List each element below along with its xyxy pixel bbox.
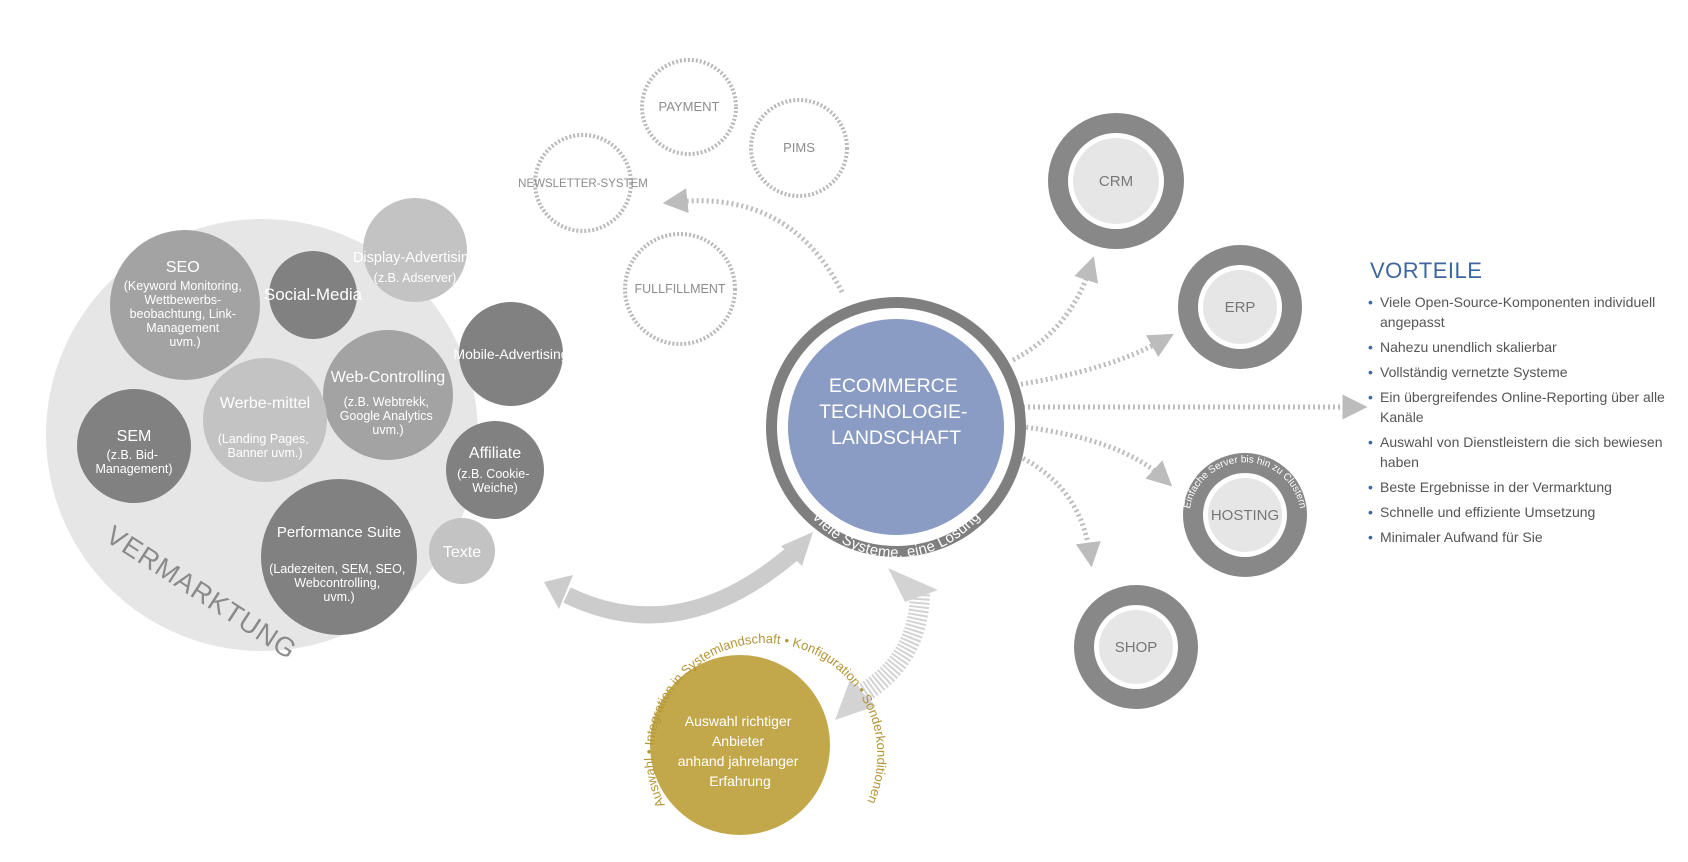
seo-title: SEO — [166, 259, 200, 276]
system-erp: ERP Pixi • Actindo • uvm. — [1178, 202, 1302, 369]
benefit-item: Schnelle und effiziente Umsetzung — [1368, 502, 1668, 522]
arrow-to-erp — [1015, 333, 1174, 388]
shop-label: SHOP — [1115, 639, 1158, 656]
affiliate-title: Affiliate — [469, 445, 521, 462]
vermarktung-group: SEO (Keyword Monitoring, Wettbewerbs- be… — [46, 198, 569, 665]
consulting-circle — [650, 655, 830, 835]
seo-detail: beobachtung, Link- — [130, 307, 236, 321]
arrow-to-hosting — [1015, 423, 1173, 487]
affiliate-detail: Weiche) — [472, 481, 518, 495]
display-advertising-circle: Display-Advertising (z.B. Adserver) — [353, 198, 477, 302]
seo-detail: (Keyword Monitoring, — [124, 279, 242, 293]
benefits-list: Viele Open-Source-Komponenten individuel… — [1368, 292, 1668, 547]
shop-ring-text: Oxid • Magento — [1098, 548, 1175, 571]
center-title-line: LANDSCHAFT — [831, 427, 961, 449]
payment-label: PAYMENT — [659, 99, 720, 114]
sem-title: SEM — [117, 428, 152, 445]
svg-text:(z.B. Webtrekk, Google: (z.B. Webtrekk, Google Analytics uvm.) — [340, 395, 437, 437]
svg-text:(Ladezeiten, SEM, SEO,: (Ladezeiten, SEM, SEO, Webcontrolling, u… — [269, 562, 409, 604]
web-controlling-detail: Google Analytics — [340, 409, 433, 423]
center-title-line: TECHNOLOGIE- — [819, 401, 967, 423]
mobile-advertising-title: Mobile-Advertising — [453, 346, 568, 362]
werbemittel-detail: (Landing Pages, — [218, 432, 309, 446]
svg-text:(Landing Pages, Banner: (Landing Pages, Banner uvm.) — [218, 432, 313, 460]
marketing-exchange-arrow — [544, 532, 813, 624]
consulting-arrow — [835, 568, 938, 720]
svg-text:Auswahl richtiger Anbiet: Auswahl richtiger Anbieter anhand jahrel… — [678, 713, 803, 789]
system-hosting: HOSTING Einfache Server bis hin zu Clust… — [1182, 453, 1308, 577]
arrow-to-crm — [1011, 256, 1099, 363]
web-controlling-circle: Web-Controlling (z.B. Webtrekk, Google A… — [323, 330, 453, 460]
fullfillment-label: FULLFILLMENT — [635, 282, 726, 296]
svg-text:Oxid • Magento: Oxid • Magento — [1098, 548, 1175, 571]
erp-ring-text: Pixi • Actindo • uvm. — [1192, 202, 1288, 231]
performance-suite-detail: (Ladezeiten, SEM, SEO, — [269, 562, 405, 576]
benefits-title: VORTEILE — [1370, 258, 1483, 283]
consulting-text-line: anhand jahrelanger — [678, 753, 799, 769]
affiliate-circle: Affiliate (z.B. Cookie- Weiche) — [446, 421, 544, 519]
sem-circle: SEM (z.B. Bid- Management) — [77, 389, 191, 503]
texte-circle: Texte — [429, 518, 495, 584]
svg-text:(z.B. Cookie- Weiche): (z.B. Cookie- Weiche) — [457, 467, 533, 495]
display-advertising-title: Display-Advertising — [353, 250, 477, 266]
seo-detail: Wettbewerbs- — [144, 293, 221, 307]
benefit-item: Auswahl von Dienstleistern die sich bewi… — [1368, 432, 1668, 472]
satellite-arrow — [662, 188, 845, 294]
display-advertising-detail: (z.B. Adserver) — [374, 271, 457, 285]
social-media-circle: Social-Media — [264, 251, 363, 339]
benefits-panel: VORTEILE Viele Open-Source-Komponenten i… — [1368, 258, 1668, 552]
werbemittel-detail: Banner uvm.) — [227, 446, 302, 460]
benefit-item: Viele Open-Source-Komponenten individuel… — [1368, 292, 1668, 332]
seo-detail: uvm.) — [169, 335, 200, 349]
erp-label: ERP — [1225, 299, 1256, 316]
center-hub: ECOMMERCE TECHNOLOGIE- LANDSCHAFT Viele … — [766, 297, 1026, 561]
werbemittel-title: Werbe-mittel — [220, 395, 310, 412]
center-title-line: ECOMMERCE — [829, 375, 958, 397]
benefit-item: Beste Ergebnisse in der Vermarktung — [1368, 477, 1668, 497]
system-crm: CRM Siebel • Vtiger • Sugar CRM • uvm. — [1047, 88, 1185, 249]
consulting-text-line: Auswahl richtiger — [685, 713, 792, 729]
mobile-advertising-circle: Mobile-Advertising — [453, 302, 569, 406]
web-controlling-title: Web-Controlling — [331, 369, 445, 386]
performance-suite-title: Performance Suite — [277, 524, 401, 541]
werbemittel-circle: Werbe-mittel (Landing Pages, Banner uvm.… — [203, 358, 327, 482]
satellite-pims: PIMS — [749, 98, 849, 198]
seo-circle: SEO (Keyword Monitoring, Wettbewerbs- be… — [110, 230, 260, 380]
svg-text:ECOMMERCE TECHNOLOGIE-: ECOMMERCE TECHNOLOGIE- LANDSCHAFT — [819, 375, 973, 449]
performance-suite-detail: uvm.) — [323, 590, 354, 604]
consulting-text-line: Anbieter — [712, 733, 764, 749]
sem-detail: Management) — [95, 462, 172, 476]
satellite-payment: PAYMENT — [640, 58, 738, 156]
system-arrows — [1004, 256, 1368, 568]
consulting-text-line: Erfahrung — [709, 773, 770, 789]
hosting-label: HOSTING — [1211, 507, 1279, 524]
consulting-group: Auswahl richtiger Anbieter anhand jahrel… — [641, 631, 889, 835]
pims-label: PIMS — [783, 140, 815, 155]
texte-title: Texte — [443, 544, 481, 561]
benefit-item: Vollständig vernetzte Systeme — [1368, 362, 1668, 382]
center-core — [788, 319, 1004, 535]
performance-suite-circle: Performance Suite (Ladezeiten, SEM, SEO,… — [261, 479, 417, 635]
benefit-item: Nahezu unendlich skalierbar — [1368, 337, 1668, 357]
benefit-item: Ein übergreifendes Online-Reporting über… — [1368, 387, 1668, 427]
svg-text:(z.B. Bid- Management): (z.B. Bid- Management) — [95, 448, 172, 476]
crm-label: CRM — [1099, 173, 1133, 190]
svg-text:Pixi • Actindo • uvm.: Pixi • Actindo • uvm. — [1192, 202, 1288, 231]
benefit-item: Minimaler Aufwand für Sie — [1368, 527, 1668, 547]
satellite-newsletter: NEWSLETTER-SYSTEM — [518, 133, 648, 233]
affiliate-detail: (z.B. Cookie- — [457, 467, 529, 481]
satellite-fullfillment: FULLFILLMENT — [623, 232, 737, 346]
svg-text:SEO (Keyword Monitorin: SEO (Keyword Monitoring, Wettbewerbs- be… — [124, 259, 247, 349]
sem-detail: (z.B. Bid- — [107, 448, 158, 462]
social-media-title: Social-Media — [264, 285, 363, 304]
system-shop: SHOP Oxid • Magento — [1074, 548, 1198, 709]
newsletter-label: NEWSLETTER-SYSTEM — [518, 178, 648, 190]
performance-suite-detail: Webcontrolling, — [294, 576, 380, 590]
web-controlling-detail: (z.B. Webtrekk, — [344, 395, 429, 409]
seo-detail: Management — [146, 321, 219, 335]
arrow-to-shop — [1004, 447, 1101, 568]
web-controlling-detail: uvm.) — [372, 423, 403, 437]
